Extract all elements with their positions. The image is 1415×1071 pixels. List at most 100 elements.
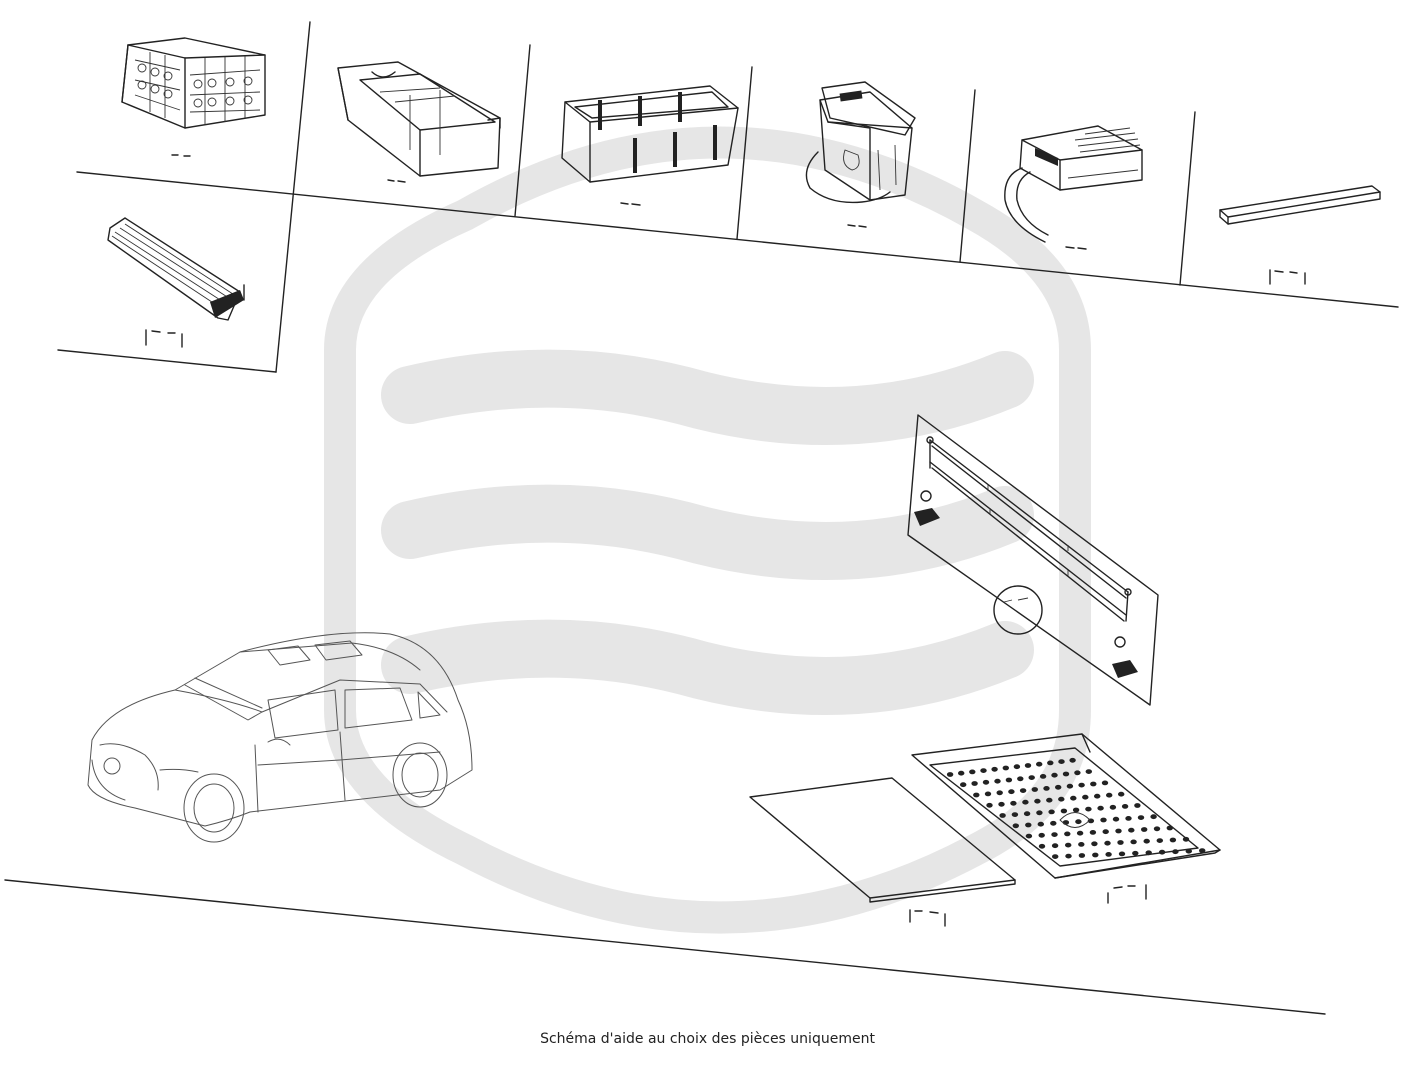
tray-dot bbox=[1156, 838, 1164, 843]
trunk-organizer-icon[interactable] bbox=[337, 61, 501, 183]
tray-dot bbox=[1012, 823, 1019, 829]
tray-dot bbox=[1132, 850, 1139, 856]
tray-dot bbox=[1141, 827, 1148, 832]
tray-dot bbox=[1134, 803, 1141, 808]
tray-dot bbox=[1043, 786, 1050, 791]
tray-dot bbox=[1022, 799, 1029, 805]
tray-dot bbox=[946, 772, 954, 777]
tray-dot bbox=[1074, 770, 1081, 776]
tray-dot bbox=[1069, 757, 1076, 763]
tray-dot bbox=[1036, 761, 1043, 767]
tray-dot bbox=[994, 778, 1001, 784]
strip-icon[interactable] bbox=[1219, 185, 1381, 285]
tray-dot bbox=[1005, 777, 1013, 783]
tray-dot bbox=[1034, 798, 1041, 804]
tray-dot bbox=[1130, 839, 1137, 845]
tray-dot bbox=[1017, 776, 1024, 782]
tray-dot bbox=[1169, 837, 1177, 843]
tray-dot bbox=[1051, 843, 1059, 849]
tray-dot bbox=[1199, 848, 1206, 853]
tray-dot bbox=[1058, 759, 1065, 764]
tray-dot bbox=[1070, 795, 1077, 801]
tray-dot bbox=[958, 770, 965, 776]
luggage-net-kit-icon[interactable] bbox=[907, 414, 1159, 706]
tray-dot bbox=[1109, 804, 1117, 810]
tray-dot bbox=[1105, 852, 1112, 857]
tray-dot bbox=[1075, 819, 1082, 825]
tray-dot bbox=[1104, 840, 1111, 846]
tray-dot bbox=[982, 779, 990, 785]
tray-dot bbox=[1089, 830, 1097, 835]
tray-dot bbox=[1028, 775, 1035, 780]
tray-dot bbox=[999, 813, 1006, 818]
trunk-mat-icon[interactable] bbox=[749, 777, 1016, 927]
tray-dot bbox=[1090, 781, 1097, 787]
tray-dot bbox=[1106, 792, 1113, 798]
tray-dot bbox=[1066, 783, 1074, 789]
tray-dot bbox=[1019, 788, 1027, 793]
tray-dot bbox=[1025, 833, 1033, 839]
tray-dot bbox=[1052, 854, 1059, 859]
folding-crate-icon[interactable] bbox=[121, 37, 266, 157]
tray-dot bbox=[1078, 853, 1086, 858]
tray-dot bbox=[1182, 836, 1190, 842]
tray-dot bbox=[1051, 832, 1058, 837]
tray-dot bbox=[1025, 822, 1032, 828]
tray-dot bbox=[1031, 787, 1039, 792]
tray-dot bbox=[1101, 780, 1109, 786]
tray-dot bbox=[1064, 831, 1071, 837]
tray-dot bbox=[1023, 811, 1031, 817]
tray-dot bbox=[1085, 806, 1092, 812]
tray-dot bbox=[1150, 814, 1157, 820]
tray-dot bbox=[1118, 791, 1125, 797]
tray-dot bbox=[1047, 760, 1054, 766]
tray-dot bbox=[1128, 827, 1135, 833]
tray-dot bbox=[1046, 797, 1053, 803]
tray-dot bbox=[1036, 810, 1043, 816]
tray-dot bbox=[1172, 849, 1179, 855]
tray-dot bbox=[1039, 774, 1047, 779]
storage-box-icon[interactable] bbox=[561, 85, 739, 206]
caption: Schéma d'aide au choix des pièces unique… bbox=[540, 1031, 875, 1047]
tray-dot bbox=[973, 792, 980, 798]
tray-dot bbox=[1065, 853, 1072, 859]
tray-dot bbox=[1078, 782, 1085, 788]
tray-dot bbox=[1091, 841, 1098, 847]
tray-dot bbox=[1145, 850, 1152, 856]
tray-dot bbox=[1055, 784, 1062, 790]
tray-dot bbox=[1008, 789, 1015, 795]
tray-dot bbox=[1102, 829, 1109, 835]
tray-dot bbox=[1065, 842, 1072, 848]
tray-dot bbox=[1112, 816, 1120, 822]
tray-dot bbox=[971, 781, 978, 786]
tray-dot bbox=[1062, 771, 1070, 777]
watermark-logo-icon bbox=[324, 126, 1091, 934]
tray-dot bbox=[1166, 825, 1174, 831]
tray-dot bbox=[1076, 830, 1084, 836]
tray-dot bbox=[1051, 772, 1058, 778]
tray-dot bbox=[1037, 821, 1045, 827]
tray-dot bbox=[1097, 805, 1104, 811]
tray-dot bbox=[1100, 817, 1107, 823]
tray-dot bbox=[1137, 815, 1145, 820]
tray-dot bbox=[1118, 851, 1126, 857]
tray-dot bbox=[1038, 832, 1045, 838]
roof-bars-icon[interactable] bbox=[107, 217, 245, 348]
car-icon[interactable] bbox=[87, 632, 473, 843]
tray-dot bbox=[1010, 800, 1017, 806]
tray-dot bbox=[1085, 769, 1093, 774]
tray-dot bbox=[969, 769, 976, 775]
tray-dot bbox=[1185, 848, 1193, 854]
tray-dot bbox=[1117, 840, 1124, 845]
tray-dot bbox=[996, 790, 1003, 796]
tray-dot bbox=[1002, 765, 1009, 771]
tray-dot bbox=[1125, 816, 1132, 821]
tray-dot bbox=[1072, 807, 1080, 813]
power-adapter-icon[interactable] bbox=[1004, 125, 1143, 250]
cool-box-icon[interactable] bbox=[805, 81, 916, 228]
trunk-tray-icon[interactable] bbox=[911, 733, 1221, 904]
tray-dot bbox=[1153, 826, 1161, 832]
tray-dot bbox=[1094, 793, 1101, 799]
tray-dot bbox=[991, 766, 998, 772]
tray-dot bbox=[1060, 808, 1068, 814]
